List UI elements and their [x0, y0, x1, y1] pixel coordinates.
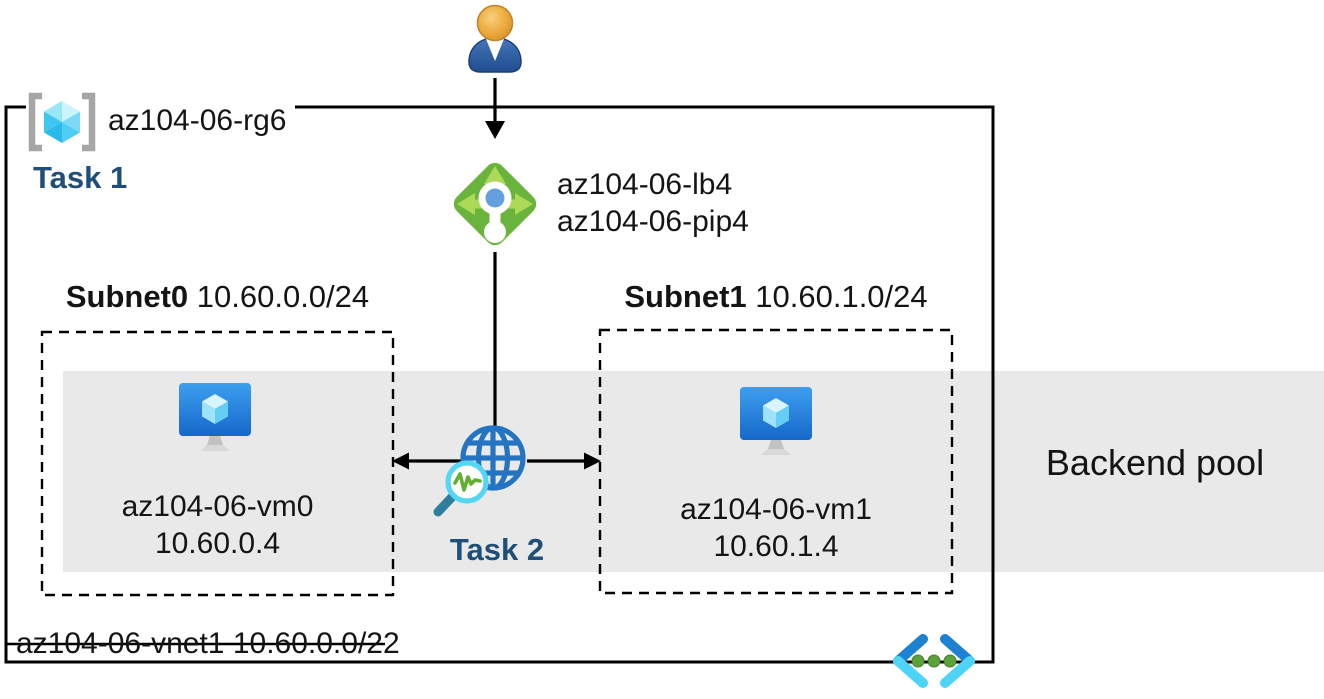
pulse-line	[453, 472, 482, 492]
subnet1-name: Subnet1	[624, 279, 747, 314]
vm0-label: az104-06-vm0 10.60.0.4	[42, 488, 393, 562]
network-watcher-globe-icon	[433, 425, 526, 517]
subnet0-cidr: 10.60.0.0/24	[196, 279, 370, 314]
subnet0-name: Subnet0	[65, 279, 189, 314]
subnet0-title: Subnet0 10.60.0.0/24	[42, 279, 393, 315]
subnet1-dashed-box	[598, 328, 954, 595]
virtual-network-icon	[893, 634, 975, 688]
subnet0-dashed-box	[40, 330, 395, 597]
resource-group-icon	[28, 92, 96, 152]
vnet-label: az104-06-vnet1 10.60.0.0/22	[16, 627, 400, 661]
user-to-lb-arrowhead	[485, 121, 505, 139]
virtual-machine-icon	[179, 383, 251, 451]
task1-label: Task 1	[33, 160, 128, 195]
backend-pool-label: Backend pool	[1045, 442, 1265, 483]
subnet1-title: Subnet1 10.60.1.0/24	[600, 279, 952, 315]
arrowhead-left	[392, 452, 409, 470]
load-balancer-labels: az104-06-lb4 az104-06-pip4	[557, 166, 749, 240]
virtual-machine-icon	[740, 387, 812, 455]
vm1-ip: 10.60.1.4	[713, 530, 839, 563]
vnet-cidr: 10.60.0.0/22	[232, 627, 400, 660]
load-balancer-icon	[453, 162, 537, 246]
arrowhead-right	[584, 452, 601, 470]
user-icon	[468, 4, 522, 73]
vm1-label: az104-06-vm1 10.60.1.4	[600, 491, 952, 565]
vm1-name: az104-06-vm1	[680, 493, 872, 526]
backend-pool-band	[63, 371, 1324, 572]
magnifier-handle	[433, 491, 458, 517]
resource-group-border	[4, 105, 995, 664]
subnet1-cidr: 10.60.1.0/24	[755, 279, 928, 314]
resource-group-name: az104-06-rg6	[108, 104, 287, 137]
vm0-name: az104-06-vm0	[121, 490, 314, 523]
public-ip-name: az104-06-pip4	[557, 205, 749, 238]
vnet-name: az104-06-vnet1	[16, 627, 225, 660]
load-balancer-name: az104-06-lb4	[557, 168, 733, 201]
vm0-ip: 10.60.0.4	[154, 527, 281, 560]
task2-label: Task 2	[449, 532, 545, 567]
